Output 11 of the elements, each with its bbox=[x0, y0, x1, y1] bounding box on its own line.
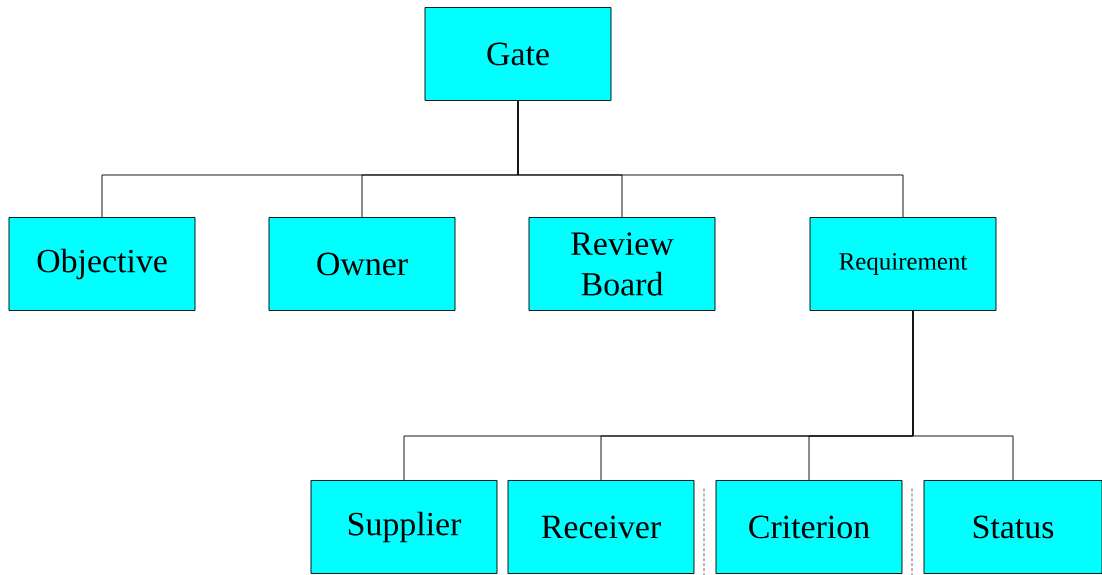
box: Owner bbox=[268, 217, 456, 311]
box: Receiver bbox=[507, 480, 695, 574]
box: Review Board bbox=[528, 217, 716, 311]
box: Supplier bbox=[310, 480, 498, 574]
box: Criterion bbox=[715, 480, 903, 574]
connector bbox=[517, 100, 904, 218]
box: Requirement bbox=[809, 217, 997, 311]
connector bbox=[912, 310, 1014, 481]
box: Status bbox=[923, 480, 1102, 574]
box: Gate bbox=[424, 7, 612, 101]
box: Objective bbox=[8, 217, 196, 311]
